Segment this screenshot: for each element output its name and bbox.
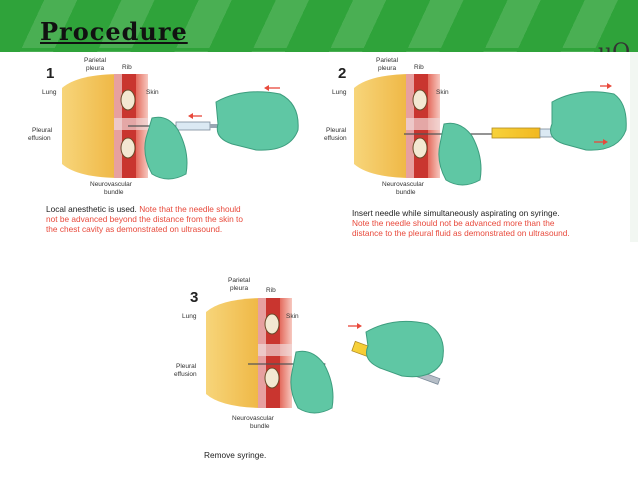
step-2-illustration: 2 Parietal pleura Rib Lung Skin Pleural … [324,52,630,202]
direction-arrow-icon [188,113,193,119]
rib-bone [413,138,427,158]
step-1-caption: Local anesthetic is used. Note that the … [46,204,316,234]
step-3-panel: 3 Parietal pleura Rib Lung Skin Pleural … [166,268,470,466]
label-skin: Skin [436,89,449,96]
label-pleural-effusion: Pleural [326,127,347,134]
lung-region [206,298,266,408]
step-2-caption: Insert needle while simultaneously aspir… [352,208,628,238]
label-skin: Skin [286,313,299,320]
rib-bone [413,90,427,110]
direction-arrow-icon [607,83,612,89]
step-number: 2 [338,65,346,82]
direction-arrow-icon [264,85,269,91]
rib-bone [265,368,279,388]
glove-hand-right [366,321,443,376]
label-rib: Rib [266,287,276,294]
label-parietal-pleura: Parietal [84,57,107,64]
direction-arrow-icon [357,323,362,329]
side-strip [630,52,638,242]
label-neurovascular-bundle: Neurovascular [232,415,275,422]
syringe-barrel [176,122,210,130]
label-parietal-pleura: Parietal [228,277,251,284]
svg-text:effusion: effusion [28,135,51,142]
svg-text:pleura: pleura [86,65,104,72]
svg-text:pleura: pleura [378,65,396,72]
svg-text:bundle: bundle [104,189,124,196]
glove-hand-right [551,92,627,150]
step-number: 3 [190,289,198,306]
label-rib: Rib [414,64,424,71]
needle-track [114,118,148,130]
slide-title: Procedure [40,20,188,44]
step-3-illustration: 3 Parietal pleura Rib Lung Skin Pleural … [166,268,470,446]
svg-text:effusion: effusion [324,135,347,142]
svg-text:effusion: effusion [174,371,197,378]
needle-track [406,118,440,130]
step-1-panel: 1 Parietal pleura Rib Lung Skin Pleural … [18,52,320,240]
label-lung: Lung [332,89,347,96]
label-rib: Rib [122,64,132,71]
label-lung: Lung [182,313,197,320]
rib-bone [121,138,135,158]
svg-text:pleura: pleura [230,285,248,292]
svg-text:bundle: bundle [396,189,416,196]
label-parietal-pleura: Parietal [376,57,399,64]
syringe-barrel [492,128,540,138]
label-lung: Lung [42,89,57,96]
glove-hand-left [439,123,481,185]
label-neurovascular-bundle: Neurovascular [382,181,425,188]
lung-region [62,74,122,178]
glove-hand-right [216,92,298,150]
label-skin: Skin [146,89,159,96]
label-pleural-effusion: Pleural [176,363,197,370]
step-1-illustration: 1 Parietal pleura Rib Lung Skin Pleural … [18,52,320,202]
step-2-panel: 2 Parietal pleura Rib Lung Skin Pleural … [324,52,630,240]
svg-text:bundle: bundle [250,423,270,430]
rib-bone [265,314,279,334]
lung-region [354,74,414,178]
rib-bone [121,90,135,110]
label-pleural-effusion: Pleural [32,127,53,134]
needle-track [258,344,292,356]
step-number: 1 [46,65,54,82]
label-neurovascular-bundle: Neurovascular [90,181,133,188]
step-3-caption: Remove syringe. [204,450,454,460]
glove-hand-left [291,351,333,413]
header-separator [0,48,638,51]
